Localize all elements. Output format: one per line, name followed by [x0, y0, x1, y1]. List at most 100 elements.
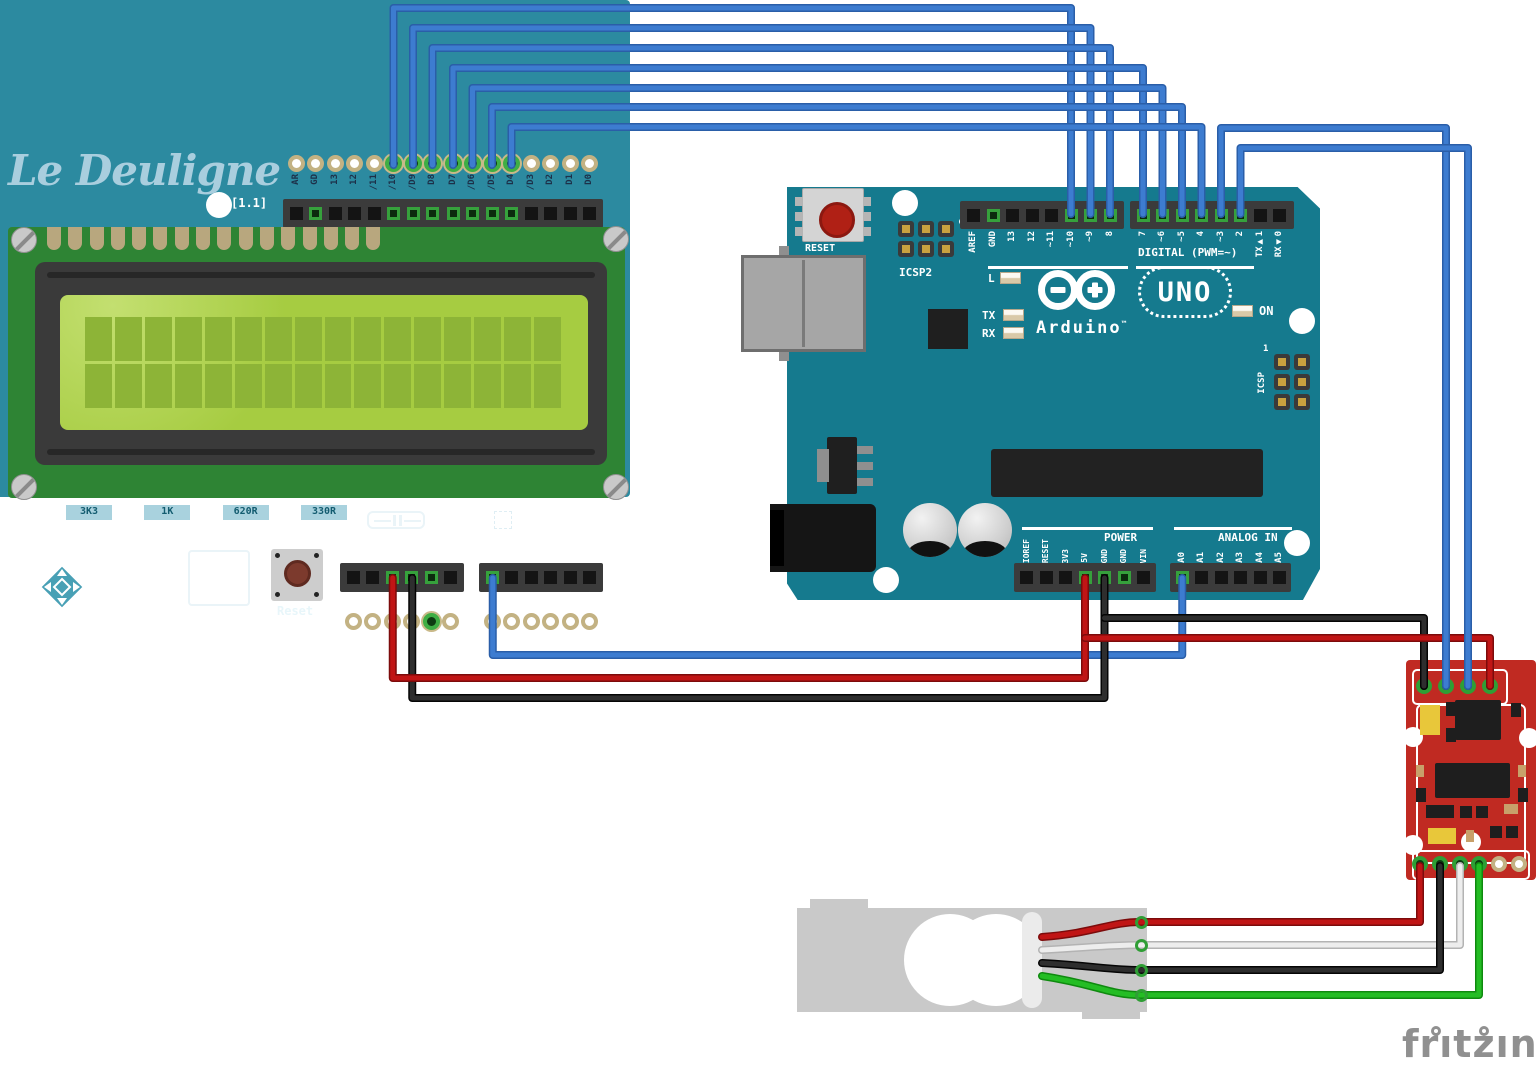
wire-lcd-d5-arduino-5[interactable] [488, 103, 1186, 218]
header-socket[interactable] [306, 207, 326, 220]
wire-lcd-a0-arduino-a0[interactable] [488, 574, 1187, 659]
pin-hole[interactable] [345, 154, 365, 172]
header-socket[interactable] [502, 207, 522, 220]
pin-hole[interactable] [363, 612, 383, 630]
wire-loadcell-white[interactable] [1038, 862, 1464, 954]
resistor[interactable]: 330R R6 [298, 505, 349, 534]
icsp2-label: ICSP2 [899, 266, 933, 279]
hx711-bottom-pin-5[interactable] [1491, 856, 1507, 872]
header-socket[interactable] [1251, 571, 1271, 584]
wire-arduino-3-hx711-dt[interactable] [1217, 124, 1450, 690]
header-socket[interactable] [345, 207, 365, 220]
analog-caption: ANALOG IN [1218, 531, 1278, 544]
wire-junction[interactable] [1135, 915, 1148, 929]
capacitor-c1[interactable] [367, 511, 425, 529]
header-socket[interactable] [580, 207, 600, 220]
pin-hole[interactable] [441, 612, 461, 630]
header-socket[interactable] [1134, 571, 1154, 584]
pin-hole[interactable] [560, 154, 580, 172]
wire-junction[interactable] [1135, 963, 1148, 977]
header-socket[interactable] [560, 571, 580, 584]
header-socket[interactable] [521, 207, 541, 220]
wire-loadcell-red[interactable] [1038, 862, 1424, 941]
pin-hole[interactable] [287, 154, 307, 172]
wire-lcd-d4-arduino-4[interactable] [507, 123, 1206, 218]
header-socket[interactable] [404, 207, 424, 220]
header-socket[interactable] [1231, 571, 1251, 584]
wire-junction[interactable] [1135, 938, 1148, 952]
resistor[interactable]: 1K R4 [142, 505, 193, 534]
barrel-jack [770, 504, 876, 572]
header-socket[interactable] [541, 571, 561, 584]
joystick-icon[interactable] [4, 532, 120, 642]
smd-component [1511, 703, 1521, 717]
resistor[interactable]: 620R R5 [220, 505, 271, 534]
header-socket[interactable] [443, 207, 463, 220]
reset-button-cap[interactable] [284, 560, 311, 587]
header-socket[interactable] [1270, 208, 1290, 222]
header-socket[interactable] [1192, 571, 1212, 584]
lcd-character-cell [144, 317, 172, 361]
pin-hole[interactable] [326, 154, 346, 172]
pin-hole[interactable] [580, 154, 600, 172]
header-socket[interactable] [441, 571, 461, 584]
header-socket[interactable] [1017, 571, 1037, 584]
pin-hole[interactable] [421, 612, 441, 630]
wire-arduino-2-hx711-sck[interactable] [1236, 144, 1472, 690]
header-socket[interactable] [343, 571, 363, 584]
contrast-pot[interactable]: 1 3 10K [188, 550, 250, 606]
wire-5v-red[interactable] [388, 574, 1494, 690]
pin-hole[interactable] [580, 612, 600, 630]
header-socket[interactable] [580, 571, 600, 584]
resistor[interactable]: 3K3 R3 [64, 505, 114, 534]
hx711-bottom-pin-6[interactable] [1511, 856, 1527, 872]
wire-junction[interactable] [1135, 988, 1148, 1002]
icsp2-header[interactable] [898, 221, 954, 257]
header-socket[interactable] [363, 571, 383, 584]
header-socket[interactable] [1022, 208, 1042, 222]
header-socket[interactable] [365, 207, 385, 220]
header-socket[interactable] [560, 207, 580, 220]
header-socket[interactable] [384, 207, 404, 220]
header-socket[interactable] [482, 207, 502, 220]
wire-lcd-d6-arduino-6[interactable] [468, 84, 1167, 218]
pin-hole[interactable] [541, 154, 561, 172]
header-socket[interactable] [463, 207, 483, 220]
header-socket[interactable] [1056, 571, 1076, 584]
header-socket[interactable] [287, 207, 307, 220]
pin-hole[interactable] [365, 154, 385, 172]
wire-loadcell-green[interactable] [1038, 862, 1483, 999]
pin-hole[interactable] [502, 612, 522, 630]
header-socket[interactable] [1270, 571, 1290, 584]
arduino-reset-button[interactable] [795, 188, 871, 242]
header-socket[interactable] [1042, 208, 1062, 222]
wire-lcd-d7-arduino-7[interactable] [449, 64, 1147, 218]
mounting-hole [596, 520, 622, 546]
header-socket[interactable] [1036, 571, 1056, 584]
header-socket[interactable] [1212, 571, 1232, 584]
pin-hole[interactable] [521, 612, 541, 630]
pin-hole[interactable] [343, 612, 363, 630]
header-socket[interactable] [502, 571, 522, 584]
header-socket[interactable] [964, 208, 984, 222]
reset-button-cap[interactable] [819, 202, 855, 238]
header-socket[interactable] [326, 207, 346, 220]
header-socket[interactable] [541, 207, 561, 220]
header-socket[interactable] [983, 208, 1003, 222]
led-on [1232, 305, 1253, 317]
header-socket[interactable] [1003, 208, 1023, 222]
header-socket[interactable] [521, 571, 541, 584]
lcd-character-cell [384, 364, 412, 408]
header-socket[interactable] [421, 571, 441, 584]
smd-component [1416, 765, 1424, 777]
wire-lcd-d9-arduino-9[interactable] [409, 24, 1095, 218]
pin-hole[interactable] [306, 154, 326, 172]
header-socket[interactable] [1114, 571, 1134, 584]
header-socket[interactable] [423, 207, 443, 220]
shield-reset-button[interactable] [271, 549, 323, 601]
header-socket[interactable] [1250, 208, 1270, 222]
pin-hole[interactable] [521, 154, 541, 172]
icsp-header[interactable] [1274, 354, 1310, 410]
pin-hole[interactable] [560, 612, 580, 630]
pin-hole[interactable] [541, 612, 561, 630]
